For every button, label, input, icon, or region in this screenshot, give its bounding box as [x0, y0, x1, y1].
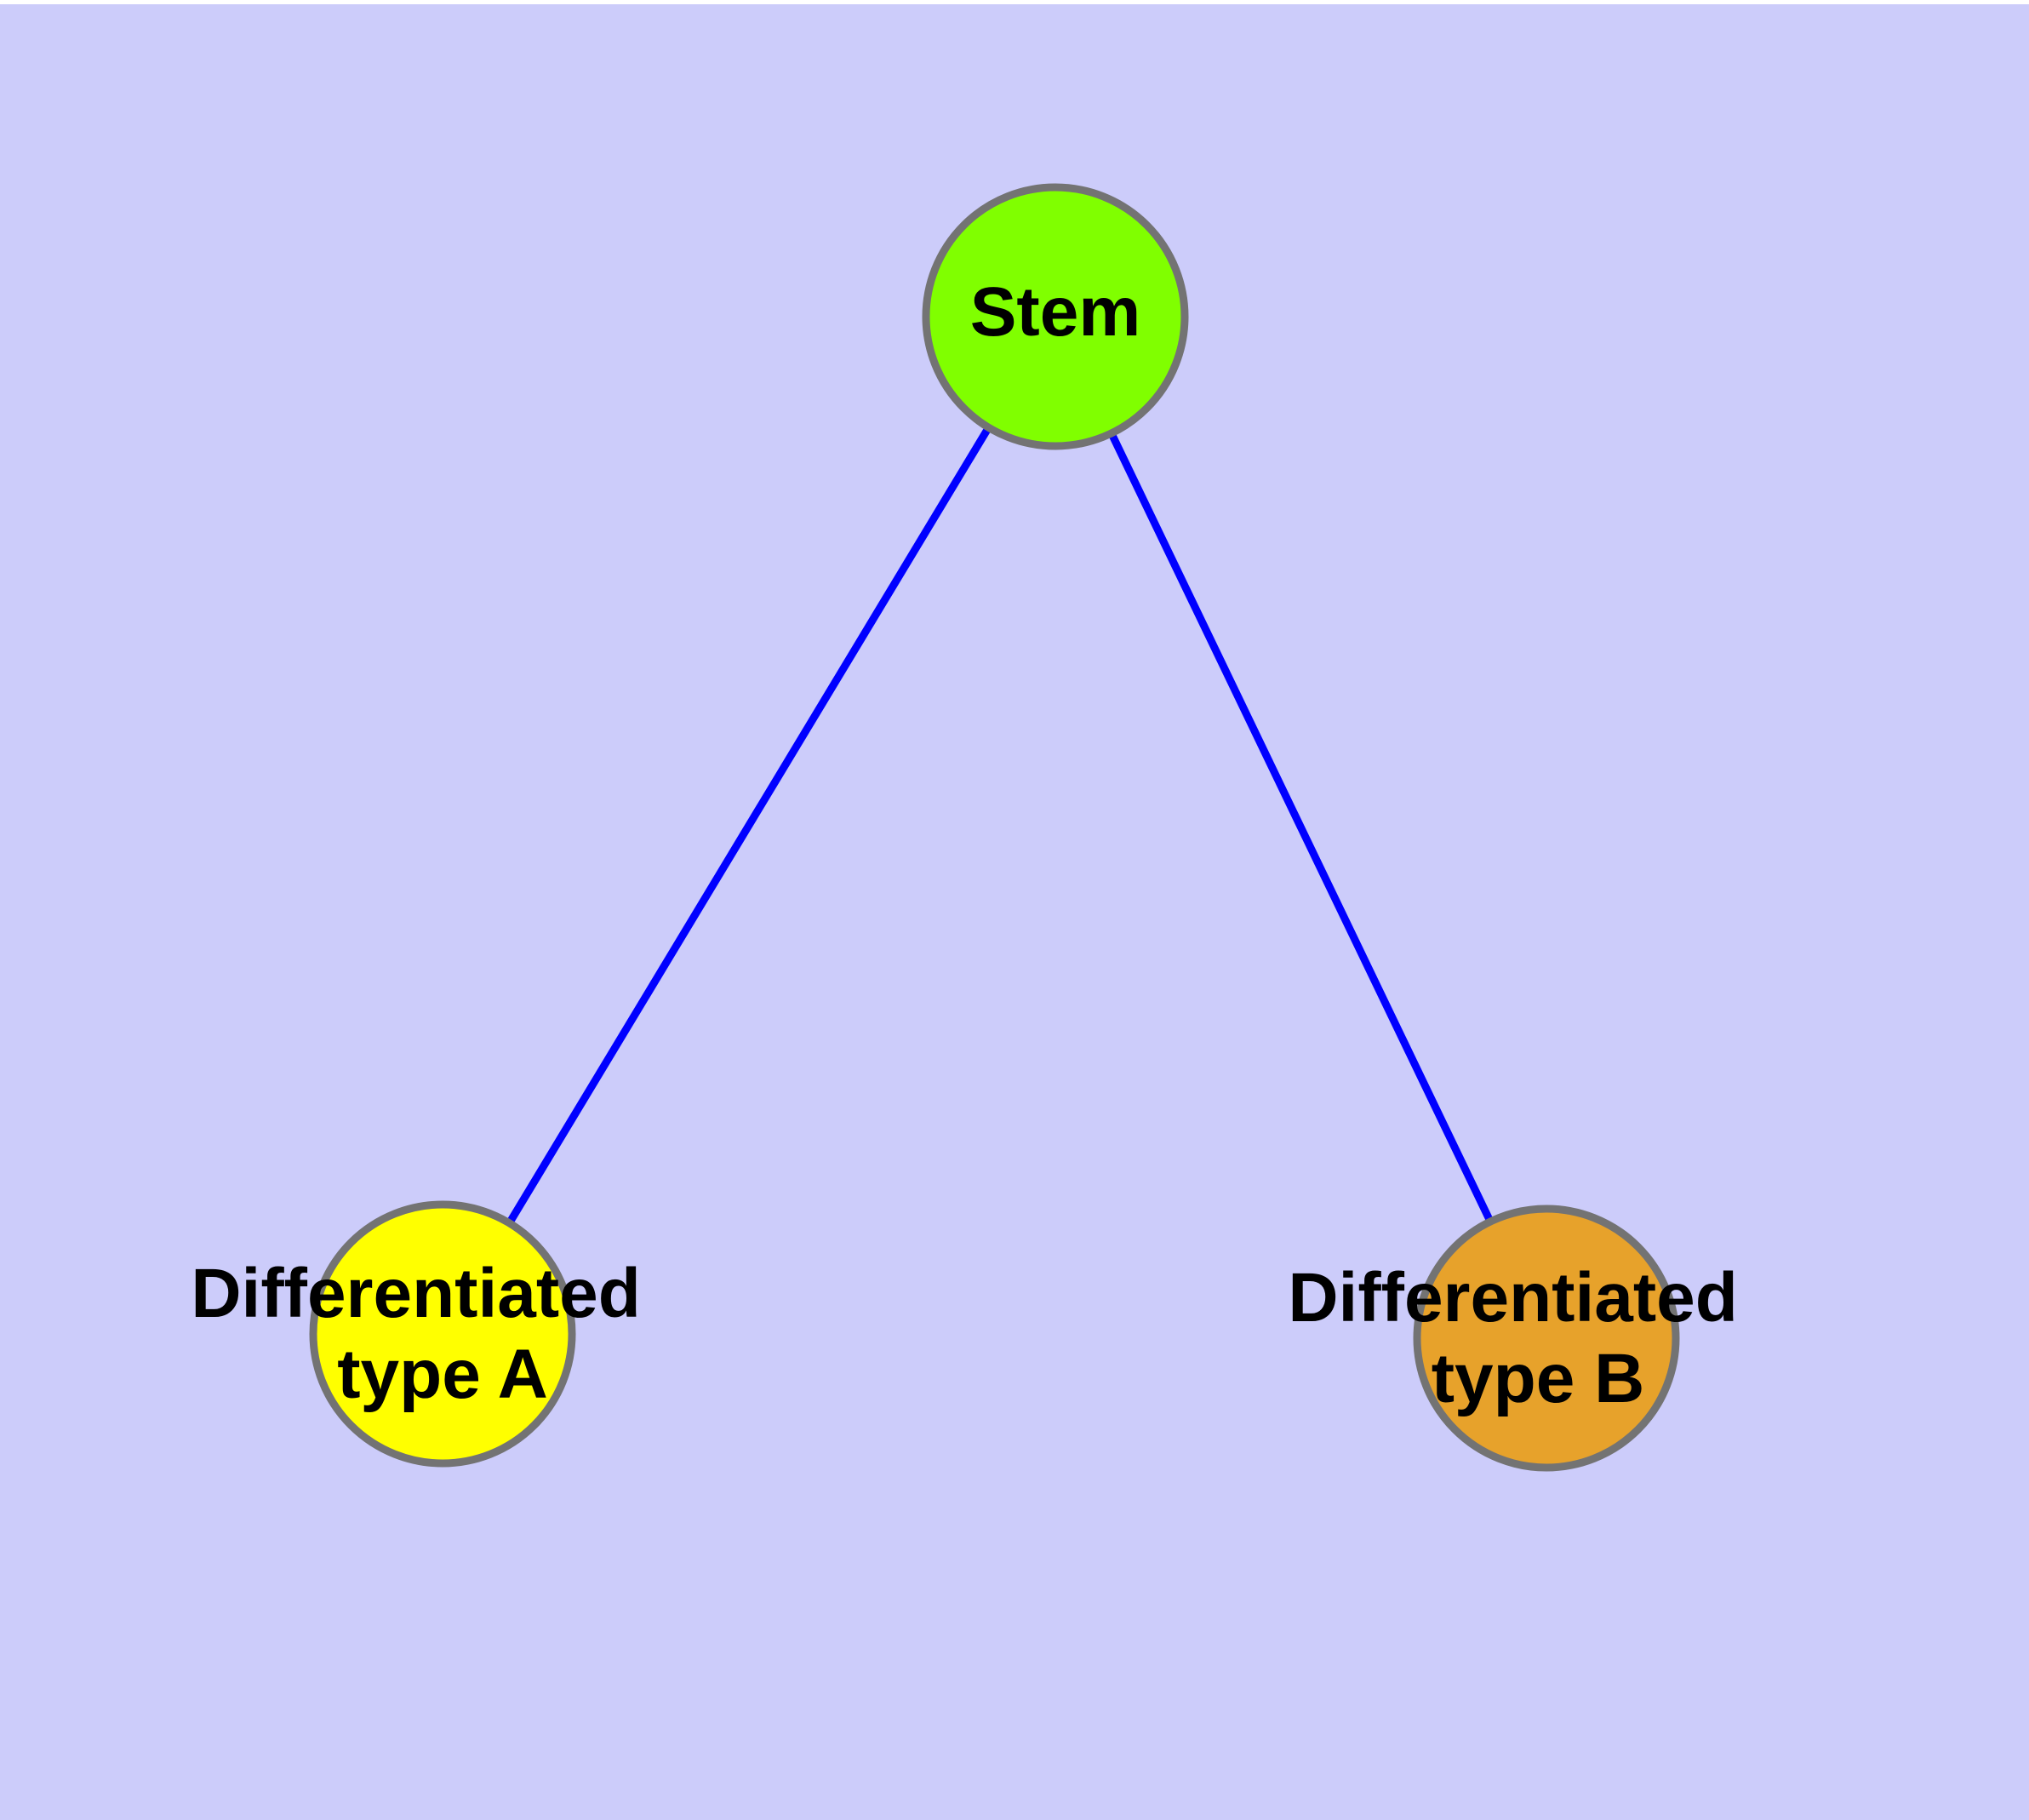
node-label-differentiated-type-b: Differentiated type B: [1288, 1259, 1757, 1417]
node-label-differentiated-type-b-line-1: Differentiated: [1288, 1259, 1738, 1336]
node-label-stem: Stem: [970, 273, 1141, 351]
edge-stem-to-differentiated-type-b[interactable]: [1051, 315, 1551, 1340]
graph-background: Stem Differentiated type A Differentiate…: [0, 4, 2029, 1820]
graph-svg: Stem Differentiated type A Differentiate…: [191, 183, 1757, 1472]
node-label-stem-line-1: Stem: [970, 273, 1141, 351]
node-label-differentiated-type-a-line-1: Differentiated: [191, 1255, 641, 1332]
edge-stem-to-differentiated-type-a[interactable]: [439, 314, 1059, 1336]
node-label-differentiated-type-a: Differentiated type A: [191, 1255, 660, 1413]
node-differentiated-type-b[interactable]: [1413, 1205, 1680, 1472]
node-label-differentiated-type-b-line-2: type B: [1432, 1340, 1645, 1417]
edge-layer: [439, 314, 1551, 1340]
node-circle-differentiated-type-a[interactable]: [309, 1200, 576, 1468]
node-layer: [309, 183, 1680, 1472]
label-layer: Stem Differentiated type A Differentiate…: [191, 273, 1757, 1417]
node-circle-stem[interactable]: [922, 183, 1189, 450]
node-differentiated-type-a[interactable]: [309, 1200, 576, 1468]
node-circle-differentiated-type-b[interactable]: [1413, 1205, 1680, 1472]
node-stem[interactable]: [922, 183, 1189, 450]
node-label-differentiated-type-a-line-2: type A: [337, 1336, 548, 1413]
